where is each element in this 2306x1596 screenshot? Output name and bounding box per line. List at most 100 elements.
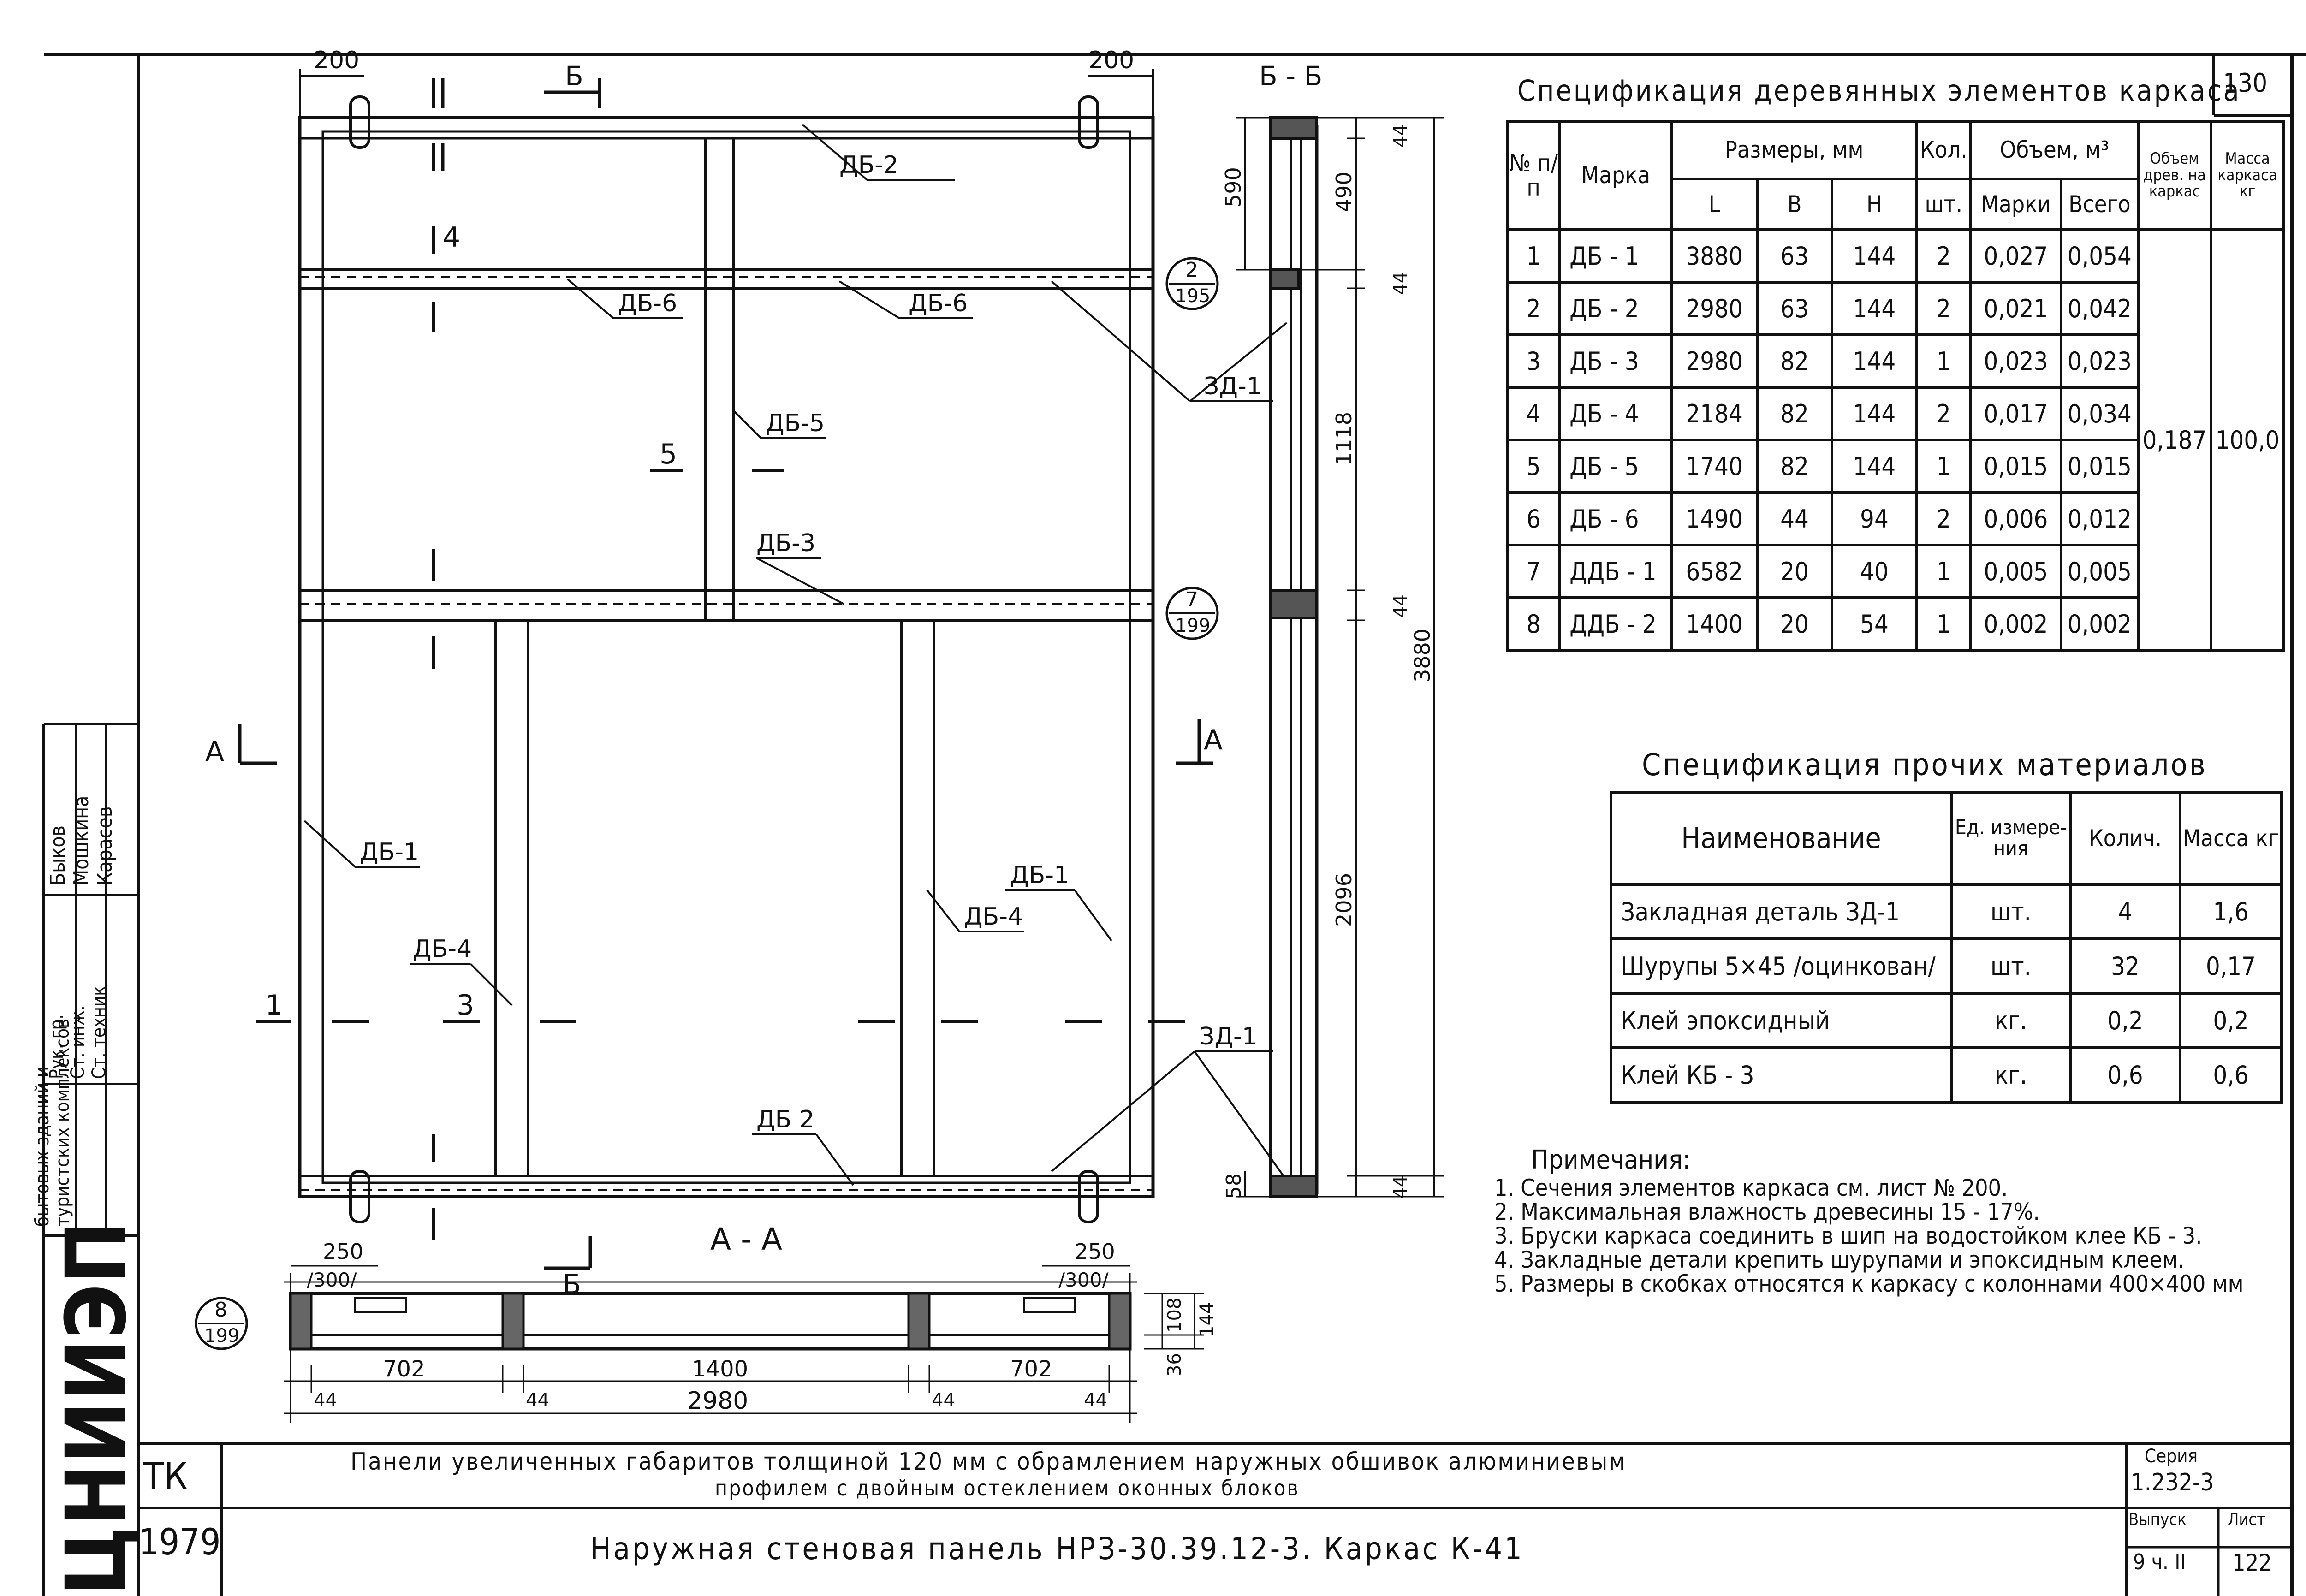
series-value: 1.232-3 [2131, 1469, 2214, 1496]
note-item: 3. Бруски каркаса соединить в шип на вод… [1494, 1222, 2202, 1249]
org-name: ЦНИИЭП [48, 1221, 145, 1596]
section-bb [1236, 116, 1444, 1198]
col-mass-other: Масса кг [2179, 791, 2283, 886]
table-cell: 82 [1755, 386, 1834, 441]
table-cell: ДБ - 2 [1558, 281, 1673, 336]
dim-200-left: 200 [314, 47, 359, 74]
label-db6-left: ДБ-6 [618, 290, 677, 317]
spec-other-table: Наименование Ед. измере- ния Колич. Масс… [1610, 791, 2283, 1104]
table-cell: 0,002 [1969, 596, 2062, 652]
frame-mass-cell: 100,0 [2210, 228, 2285, 652]
role-3: Ст. техник [89, 986, 110, 1079]
spec-other-title: Спецификация прочих материалов [1642, 747, 2207, 783]
sec-mark-1: 1 [265, 989, 283, 1021]
note-item: 5. Размеры в скобках относятся к каркасу… [1494, 1270, 2244, 1297]
dim-44-a: 44 [1390, 124, 1411, 148]
table-cell: 1740 [1670, 439, 1759, 494]
label-db5: ДБ-5 [766, 409, 825, 437]
table-cell: 0,006 [1969, 491, 2062, 546]
dim-58: 58 [1222, 1173, 1246, 1199]
note-item: 2. Максимальная влажность древесины 15 -… [1494, 1198, 2040, 1225]
dim-490: 490 [1331, 172, 1356, 212]
label-zd1-bottom: ЗД-1 [1199, 1023, 1257, 1050]
name-2: Мошкина [70, 795, 93, 885]
table-cell: 0,012 [2059, 491, 2140, 546]
table-cell: 3 [1505, 333, 1562, 389]
table-cell: 0,17 [2179, 937, 2283, 995]
table-cell: кг. [1950, 992, 2072, 1049]
table-cell: 1 [1915, 439, 1973, 494]
table-cell: 144 [1831, 439, 1918, 494]
table-cell: 1 [1915, 544, 1973, 599]
col-frame-volume: Объем древ. на каркас [2137, 120, 2212, 231]
table-cell: 2980 [1670, 281, 1759, 336]
col-b: B [1755, 178, 1834, 231]
col-l: L [1670, 178, 1759, 231]
col-qty: Кол. [1915, 120, 1973, 180]
table-cell: 0,6 [2179, 1046, 2283, 1104]
section-aa-title: А - А [710, 1222, 782, 1257]
dim-44-aa-d: 44 [1084, 1390, 1107, 1411]
table-cell: 4 [2069, 883, 2181, 940]
col-vol-mark: Марки [1969, 178, 2062, 231]
label-db2-top: ДБ-2 [839, 151, 898, 179]
table-cell: ДБ - 3 [1558, 333, 1673, 389]
ref-2-top: 2 [1185, 258, 1198, 282]
side-stamp: ЦНИИЭП бытовых зданий и туристских компл… [32, 724, 145, 1596]
table-cell: 0,042 [2059, 281, 2140, 336]
spec-wood-title: Спецификация деревянных элементов каркас… [1517, 74, 2241, 107]
title-line1: Панели увеличенных габаритов толщиной 12… [351, 1448, 1627, 1476]
table-cell: 0,034 [2059, 386, 2140, 441]
dim-144: 144 [1196, 1302, 1218, 1337]
col-name: Наименование [1610, 791, 1953, 886]
table-cell: 44 [1755, 491, 1834, 546]
label-zd1-top: ЗД-1 [1204, 373, 1262, 400]
dim-44-aa-b: 44 [526, 1390, 549, 1411]
sheet-value: 122 [2232, 1549, 2272, 1576]
dim-108: 108 [1164, 1298, 1185, 1333]
issue-value: 9 ч. II [2133, 1549, 2186, 1574]
dim-702-left: 702 [383, 1356, 425, 1382]
dim-1400: 1400 [692, 1356, 748, 1382]
table-cell: 0,023 [2059, 333, 2140, 389]
label-db4-left: ДБ-4 [413, 935, 472, 963]
section-bb-title: Б - Б [1259, 60, 1322, 92]
frame-front-view [298, 95, 1155, 1223]
dim-300-right: /300/ [1058, 1269, 1109, 1291]
cut-a-left: А [205, 736, 224, 768]
table-cell: 2 [1915, 281, 1973, 336]
table-cell: 2980 [1670, 333, 1759, 389]
sheet-number-top: 130 [2223, 68, 2268, 98]
table-cell: 144 [1831, 281, 1918, 336]
table-cell: 0,017 [1969, 386, 2062, 441]
col-num: № п/п [1505, 120, 1562, 231]
ref-7-top: 7 [1185, 588, 1198, 611]
table-cell: 20 [1755, 596, 1834, 652]
dim-36: 36 [1164, 1353, 1185, 1376]
dim-1118: 1118 [1331, 412, 1356, 466]
cut-b-bottom: Б [563, 1269, 581, 1300]
col-qty-other: Колич. [2069, 791, 2181, 886]
table-cell: 2 [1915, 491, 1973, 546]
table-cell: Шурупы 5×45 /оцинкован/ [1610, 937, 1953, 995]
table-cell: ДБ - 1 [1558, 228, 1673, 284]
table-cell: 40 [1831, 544, 1918, 599]
col-sizes: Размеры, мм [1670, 120, 1918, 180]
table-cell: 5 [1505, 439, 1562, 494]
table-cell: 6 [1505, 491, 1562, 546]
table-cell: 2 [1915, 228, 1973, 284]
dim-2096: 2096 [1331, 873, 1356, 927]
col-frame-mass: Масса каркаса кг [2210, 120, 2285, 231]
table-cell: 0,054 [2059, 228, 2140, 284]
table-cell: Клей эпоксидный [1610, 992, 1953, 1049]
table-cell: 1 [1915, 333, 1973, 389]
dim-702-right: 702 [1010, 1356, 1052, 1382]
label-db4-right: ДБ-4 [964, 903, 1023, 931]
table-cell: 0,005 [1969, 544, 2062, 599]
